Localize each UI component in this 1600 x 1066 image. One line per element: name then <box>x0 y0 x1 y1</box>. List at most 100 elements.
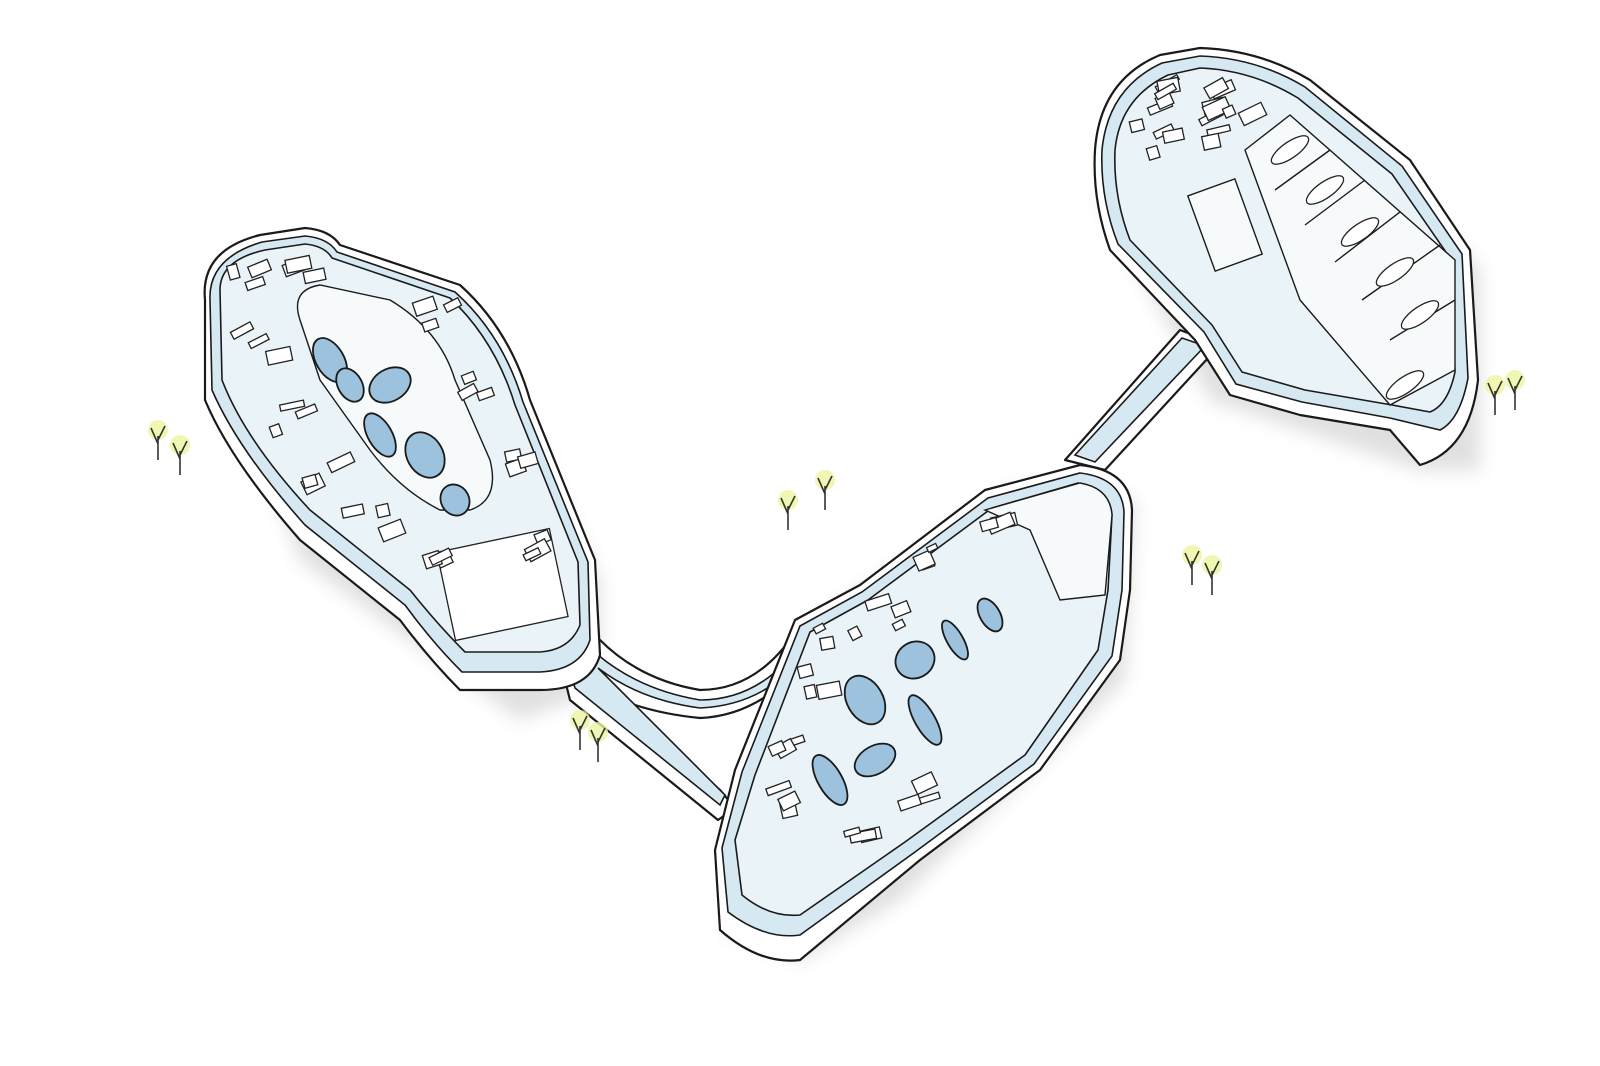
furniture-piece <box>475 386 496 402</box>
furniture-piece <box>301 473 319 490</box>
furniture-piece <box>842 826 862 838</box>
furniture-piece <box>912 549 937 572</box>
tree-icon <box>170 435 190 475</box>
trees-layer <box>148 370 1525 762</box>
furniture-piece <box>284 254 313 274</box>
furniture-layer <box>225 73 1440 844</box>
tree-trunk <box>1184 550 1200 585</box>
furniture-piece <box>1205 123 1232 137</box>
furniture-piece <box>268 422 284 439</box>
tree-trunk <box>817 475 833 510</box>
furniture-piece <box>896 793 923 812</box>
tree-glow <box>170 435 190 455</box>
meeting-table <box>1385 370 1425 400</box>
furniture-piece <box>460 370 478 386</box>
tree-trunk <box>1204 560 1220 595</box>
furniture-piece <box>925 542 939 554</box>
furniture-piece <box>818 635 836 652</box>
furniture-piece <box>411 295 439 318</box>
furniture-piece <box>442 296 463 314</box>
furniture-piece <box>1201 95 1233 122</box>
furniture-piece <box>1161 127 1186 145</box>
furniture-piece <box>516 451 540 470</box>
furniture-piece <box>225 262 241 281</box>
tree-icon <box>815 470 835 510</box>
tree-glow <box>1182 545 1202 565</box>
lounge-pod <box>976 597 1004 633</box>
tree-glow <box>778 490 798 510</box>
meeting-table <box>1375 257 1415 287</box>
tree-glow <box>815 470 835 490</box>
corridor-center-right <box>1063 328 1222 472</box>
tree-trunk <box>572 715 588 750</box>
furniture-piece <box>278 399 306 412</box>
furniture-piece <box>1145 144 1161 161</box>
lounge-pod <box>368 366 412 404</box>
lounge-pods-layer <box>312 337 1004 806</box>
furniture-piece <box>803 683 818 700</box>
furniture-piece <box>1128 118 1146 134</box>
furniture-piece <box>374 502 391 519</box>
tree-trunk <box>1507 375 1523 410</box>
tree-icon <box>588 722 608 762</box>
tree-icon <box>570 710 590 750</box>
meeting-table <box>1305 175 1345 205</box>
furniture-piece <box>815 680 843 701</box>
furniture-piece <box>428 547 454 567</box>
furniture-piece <box>796 663 815 680</box>
tree-glow <box>570 710 590 730</box>
furniture-piece <box>420 317 440 333</box>
furniture-piece <box>910 771 939 796</box>
lounge-pod <box>335 367 365 403</box>
furniture-piece <box>891 618 907 632</box>
furniture-piece <box>302 267 327 285</box>
right-pod <box>1093 46 1480 467</box>
tree-icon <box>1202 555 1222 595</box>
furniture-piece <box>1200 132 1222 151</box>
lounge-pod <box>363 412 397 458</box>
meeting-table <box>1400 300 1440 330</box>
furniture-piece <box>776 790 802 812</box>
furniture-piece <box>767 739 787 758</box>
tree-glow <box>1485 375 1505 395</box>
tree-icon <box>1182 545 1202 585</box>
furniture-piece <box>247 332 270 350</box>
furniture-piece <box>1221 104 1237 119</box>
lounge-pod <box>404 431 446 479</box>
furniture-piece <box>326 451 356 474</box>
lounge-pod <box>811 754 849 806</box>
tree-trunk <box>1487 380 1503 415</box>
furniture-piece <box>340 503 366 519</box>
tree-trunk <box>780 495 796 530</box>
tree-glow <box>148 420 168 440</box>
lounge-pod <box>907 694 943 746</box>
furniture-piece <box>890 599 912 619</box>
furniture-piece <box>864 592 893 612</box>
tree-glow <box>588 722 608 742</box>
furniture-piece <box>522 546 542 562</box>
tree-trunk <box>150 425 166 460</box>
furniture-piece <box>764 779 793 797</box>
tree-glow <box>1202 555 1222 575</box>
tree-icon <box>148 420 168 460</box>
furniture-piece <box>456 382 479 402</box>
tree-trunk <box>172 440 188 475</box>
tree-icon <box>1485 375 1505 415</box>
furniture-piece <box>978 516 1000 533</box>
lounge-pod <box>894 640 936 680</box>
tree-icon <box>1505 370 1525 410</box>
lounge-pod <box>853 742 897 778</box>
furniture-piece <box>229 320 255 341</box>
furniture-piece <box>294 403 319 420</box>
tree-trunk <box>590 727 606 762</box>
meeting-table <box>1340 217 1380 247</box>
furniture-piece <box>1153 82 1178 101</box>
tree-glow <box>1505 370 1525 390</box>
furniture-piece <box>846 625 863 642</box>
tree-icon <box>778 490 798 530</box>
furniture-piece <box>244 275 267 292</box>
furniture-piece <box>264 345 294 366</box>
furniture-piece <box>377 518 407 543</box>
furniture-piece <box>812 622 827 635</box>
